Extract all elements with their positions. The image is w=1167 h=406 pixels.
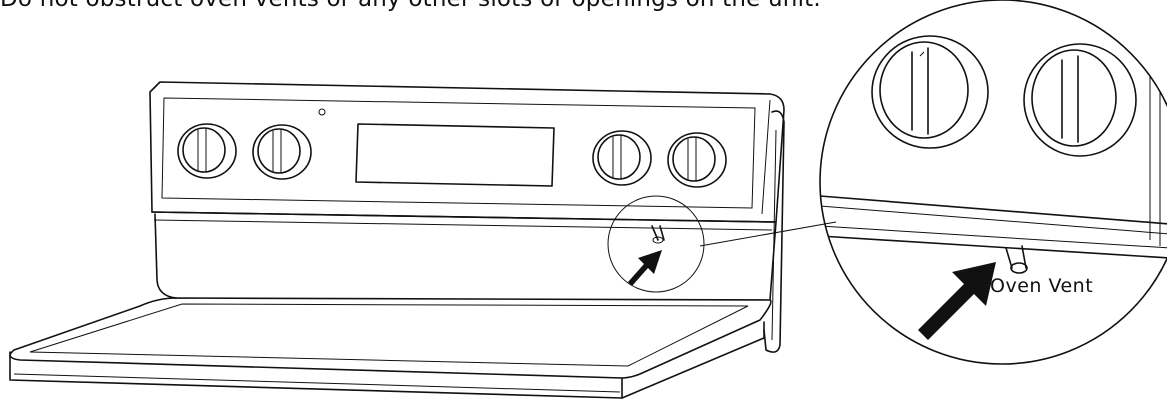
cooktop-surface <box>9 297 772 379</box>
display-window <box>355 123 555 187</box>
control-panel <box>149 81 785 223</box>
knob-right-front <box>592 130 652 186</box>
instruction-caption: Do not obstruct oven vents or any other … <box>0 0 821 12</box>
leader-line <box>699 221 837 247</box>
knob-right-rear <box>667 132 727 188</box>
oven-vent-label: Oven Vent <box>990 275 1093 297</box>
side-panel <box>763 110 785 353</box>
indicator-light <box>318 108 326 116</box>
knob-left-rear <box>177 123 237 179</box>
pointer-arrow-small <box>628 250 662 286</box>
oven-vent <box>651 225 665 241</box>
zoom-detail <box>819 0 1167 365</box>
knob-left-front <box>252 124 312 180</box>
vent-detail-circle <box>607 195 705 293</box>
pointer-arrow-large <box>918 262 996 340</box>
